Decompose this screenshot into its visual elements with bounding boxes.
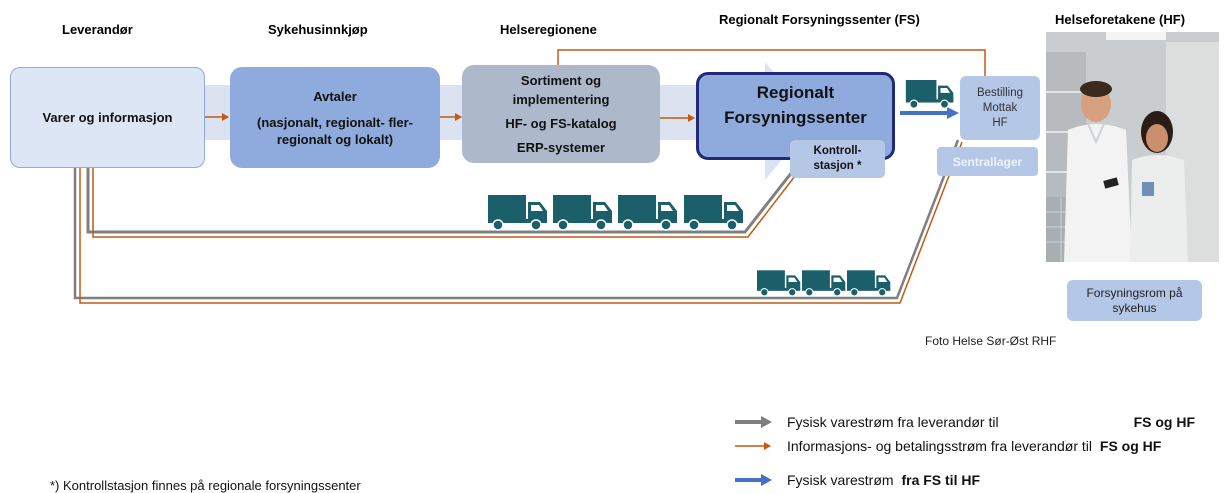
- ordering-box: Bestilling Mottak HF: [960, 76, 1040, 140]
- photo-credit: Foto Helse Sør-Øst RHF: [925, 334, 1057, 348]
- ordering-line1: Bestilling: [976, 86, 1024, 99]
- header-supplier: Leverandør: [62, 22, 133, 37]
- assortment-line1: Sortiment og: [520, 73, 602, 88]
- supplier-box: Varer og informasjon: [10, 67, 205, 168]
- legend-arrow-gray-head: [761, 416, 772, 428]
- header-procurement: Sykehusinnkjøp: [268, 22, 368, 37]
- fs-line1: Regionalt: [756, 83, 835, 102]
- header-regions: Helseregionene: [500, 22, 597, 37]
- arrow-fs-to-hf-head: [947, 107, 959, 119]
- header-fs: Regionalt Forsyningssenter (FS): [719, 12, 920, 27]
- legend-text: Informasjons- og betalingsstrøm fra leve…: [787, 438, 1092, 454]
- header-hf: Helseforetakene (HF): [1055, 12, 1186, 27]
- assortment-box: Sortiment og implementering HF- og FS-ka…: [462, 65, 660, 163]
- supply-room-line2: sykehus: [1112, 300, 1157, 315]
- legend-text: Fysisk varestrøm fra leverandør til: [787, 414, 999, 430]
- truck-icon: [683, 195, 744, 231]
- assortment-line3: HF- og FS-katalog: [505, 116, 617, 131]
- assortment-line2: implementering: [512, 92, 610, 107]
- central-warehouse-box: Sentrallager: [937, 147, 1038, 176]
- agreements-line2: regionalt og lokalt): [276, 131, 394, 147]
- legend-arrow-blue-head: [761, 474, 772, 486]
- central-warehouse-label: Sentrallager: [952, 154, 1023, 169]
- truck-icon: [617, 195, 678, 231]
- control-station-box: Kontroll- stasjon *: [790, 140, 885, 178]
- legend-text: Fysisk varestrøm: [787, 472, 894, 488]
- legend-bold: FS og HF: [1133, 414, 1195, 430]
- flow-line-gray-to-hf: [73, 139, 960, 300]
- supply-room-box: Forsyningsrom på sykehus: [1067, 280, 1202, 321]
- legend-item-blue: Fysisk varestrøm fra FS til HF: [787, 472, 980, 488]
- truck-icon: [847, 270, 891, 297]
- agreements-line1: (nasjonalt, regionalt- fler-: [256, 114, 413, 130]
- truck-icon: [905, 80, 954, 109]
- truck-icon: [757, 270, 801, 297]
- legend-bold: fra FS til HF: [901, 472, 981, 488]
- agreements-box: Avtaler (nasjonalt, regionalt- fler- reg…: [230, 67, 440, 168]
- ordering-line3: HF: [992, 116, 1008, 129]
- flow-line-orange-to-hf: [79, 141, 963, 304]
- flow-line-gray-to-fs: [86, 168, 794, 234]
- control-line1: Kontroll-: [813, 145, 862, 157]
- agreements-title: Avtaler: [313, 88, 357, 104]
- control-line2: stasjon *: [813, 160, 862, 172]
- truck-icon: [487, 195, 548, 231]
- legend-bold: FS og HF: [1099, 438, 1162, 454]
- staff-photo: [1046, 32, 1219, 262]
- legend-item-gray: Fysisk varestrøm fra leverandør til FS o…: [787, 414, 1195, 430]
- info-line-top: [557, 49, 986, 76]
- fs-line2: Forsyningssenter: [724, 108, 867, 127]
- flow-line-orange-to-fs: [92, 168, 796, 238]
- supplier-box-label: Varer og informasjon: [42, 110, 173, 125]
- supply-room-line1: Forsyningsrom på: [1086, 285, 1183, 300]
- assortment-line4: ERP-systemer: [516, 140, 606, 155]
- footnote: *) Kontrollstasjon finnes på regionale f…: [50, 478, 361, 493]
- truck-icon: [802, 270, 846, 297]
- truck-icon: [552, 195, 613, 231]
- legend-item-orange: Informasjons- og betalingsstrøm fra leve…: [787, 438, 1161, 454]
- ordering-line2: Mottak: [982, 101, 1018, 114]
